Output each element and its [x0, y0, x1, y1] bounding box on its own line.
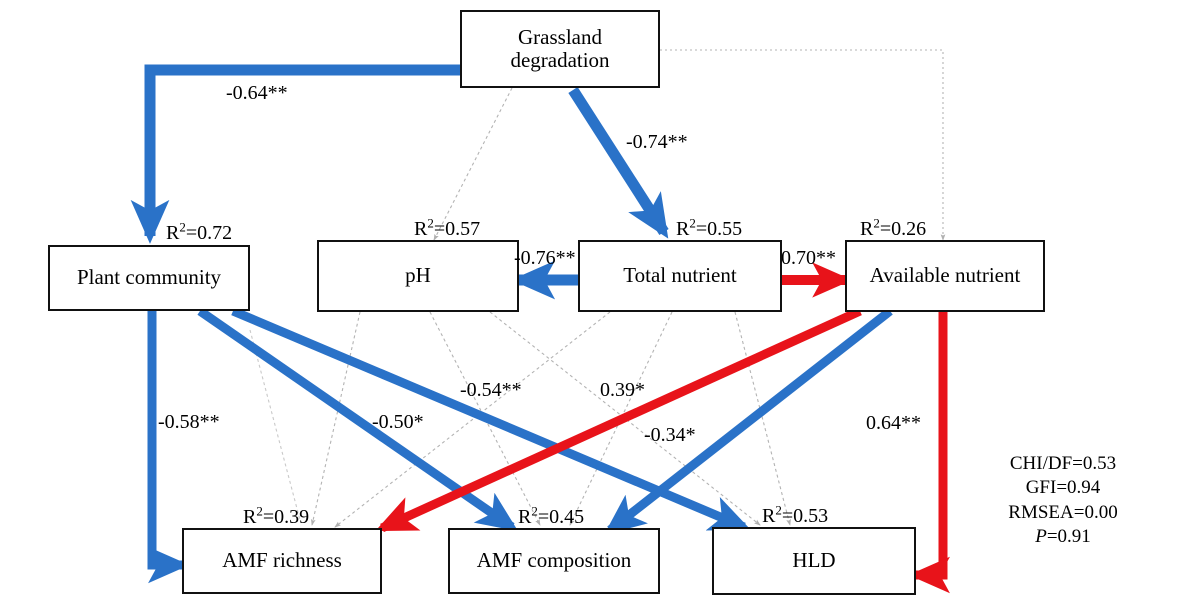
node-available-nutrient[interactable]: Available nutrient [845, 240, 1045, 312]
path-gd-to-plant [130, 64, 460, 244]
coef-label-available-to-amf-composition: -0.34* [644, 424, 696, 446]
node-hld[interactable]: HLD [712, 527, 916, 595]
r2-label-available-nutrient: R2=0.26 [860, 215, 927, 240]
r2-symbol: R [762, 505, 776, 527]
r2-value: =0.72 [185, 222, 233, 244]
r2-value: =0.26 [879, 218, 927, 240]
path-plant-guide-nonsig [249, 329, 301, 521]
coef-label-plant-to-amf-composition: -0.50* [372, 411, 424, 433]
path-ph-to-amf-richness-nonsig [310, 311, 361, 526]
coef-label-gd-to-plant: -0.64** [226, 82, 288, 104]
path-ph-to-amf-composition-nonsig [429, 311, 541, 526]
node-amf-composition[interactable]: AMF composition [448, 528, 660, 594]
r2-symbol: R [676, 218, 690, 240]
coef-label-total-to-ph: -0.76** [514, 247, 576, 269]
path-plant-to-hld [231, 306, 751, 532]
path-gd-to-ph-nonsig [433, 87, 513, 241]
coef-label-available-to-hld: 0.64** [866, 412, 921, 434]
node-total-nutrient[interactable]: Total nutrient [578, 240, 782, 312]
r2-symbol: R [166, 222, 180, 244]
r2-label-total-nutrient: R2=0.55 [676, 215, 743, 240]
r2-symbol: R [414, 218, 428, 240]
r2-label-amf-composition: R2=0.45 [518, 503, 585, 528]
node-label-total-nutrient: Total nutrient [623, 263, 737, 288]
coef-label-plant-to-amf-richness: -0.58** [158, 411, 220, 433]
node-label-amf-richness: AMF richness [222, 548, 342, 573]
r2-value: =0.39 [262, 506, 310, 528]
coef-label-total-to-available: 0.70** [781, 247, 836, 269]
r2-symbol: R [518, 506, 532, 528]
path-total-to-amf-richness-nonsig [334, 311, 611, 528]
path-plant-to-amf-richness [147, 310, 190, 584]
path-available-to-hld [908, 311, 950, 594]
node-label-available-nutrient: Available nutrient [869, 263, 1021, 288]
r2-symbol: R [860, 218, 874, 240]
fit-stat-p-value: P=0.91 [968, 525, 1158, 549]
fit-statistics-block: CHI/DF=0.53 GFI=0.94 RMSEA=0.00 P=0.91 [968, 452, 1158, 549]
r2-symbol: R [243, 506, 257, 528]
fit-stat-rmsea: RMSEA=0.00 [1008, 501, 1118, 523]
node-label-hld: HLD [792, 548, 836, 573]
path-gd-to-total [568, 87, 669, 239]
node-label-ph: pH [405, 263, 431, 288]
fit-stat-chi-df: CHI/DF=0.53 [1009, 453, 1117, 474]
r2-label-plant-community: R2=0.72 [166, 219, 233, 244]
node-ph[interactable]: pH [317, 240, 519, 312]
coef-label-available-to-amf-richness: 0.39* [600, 379, 645, 401]
node-label-grassland-degradation: Grassland degradation [510, 24, 610, 72]
node-grassland-degradation[interactable]: Grassland degradation [460, 10, 660, 88]
r2-label-ph: R2=0.57 [414, 215, 481, 240]
path-total-to-hld-nonsig [734, 311, 791, 526]
r2-value: =0.57 [433, 218, 481, 240]
p-symbol: P [1035, 525, 1047, 547]
coef-label-plant-to-hld: -0.54** [460, 379, 522, 401]
fit-stat-gfi: GFI=0.94 [1025, 477, 1101, 499]
node-label-plant-community: Plant community [76, 265, 222, 290]
r2-label-amf-richness: R2=0.39 [243, 503, 310, 528]
path-gd-to-available-nonsig [660, 49, 946, 241]
r2-value: =0.53 [781, 505, 829, 527]
r2-value: =0.55 [695, 218, 743, 240]
path-available-to-amf-composition [604, 307, 893, 535]
p-value: =0.91 [1046, 525, 1091, 547]
node-label-amf-composition: AMF composition [476, 548, 632, 573]
r2-value: =0.45 [537, 506, 585, 528]
node-amf-richness[interactable]: AMF richness [182, 528, 382, 594]
node-plant-community[interactable]: Plant community [48, 245, 250, 311]
r2-label-hld: R2=0.53 [762, 502, 829, 527]
coef-label-gd-to-total: -0.74** [626, 131, 688, 153]
path-available-to-amf-richness [375, 306, 862, 533]
